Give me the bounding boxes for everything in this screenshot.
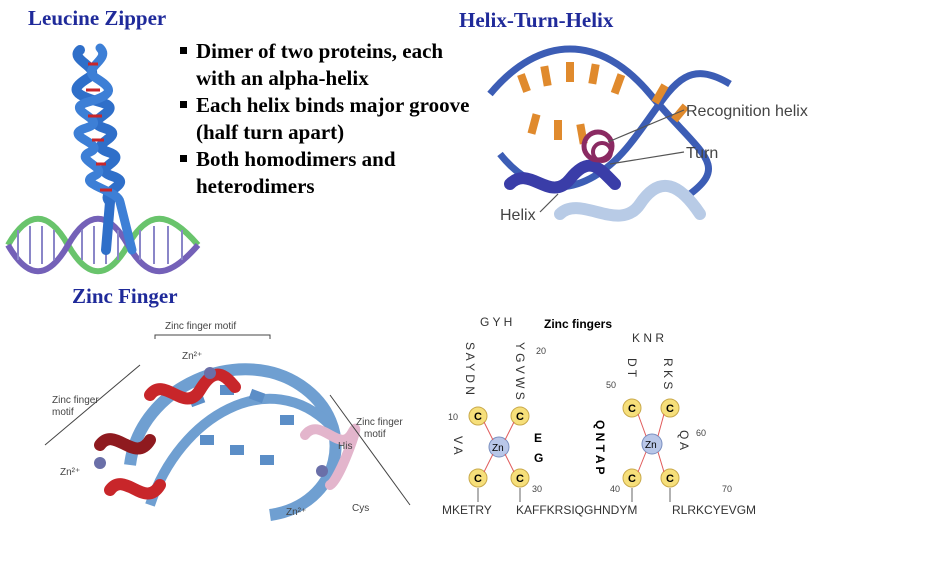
bullet-text: Each helix binds major groove (half turn… (196, 93, 470, 144)
left-sequence: MKETRY (442, 503, 492, 517)
bullet-square-icon (180, 155, 187, 162)
num-70: 70 (722, 484, 732, 494)
zn-bottom-label: Zn²⁺ (286, 507, 306, 518)
left-zn: Zn (492, 443, 504, 454)
his-label: His (338, 441, 352, 452)
cys-label: Cys (352, 503, 369, 514)
right-col-a: D T (625, 358, 639, 378)
helix-label: Helix (500, 207, 536, 224)
bullet-text: Dimer of two proteins, each with an alph… (196, 39, 444, 90)
zinc-finger-motif-right-label-2: motif (364, 429, 386, 440)
zinc-finger-heading: Zinc Finger (72, 284, 178, 308)
zinc-finger-motif-right-label-1: Zinc finger (356, 417, 403, 428)
zinc-finger-motif-top-label: Zinc finger motif (165, 321, 236, 332)
mid-sequence: KAFFKRSIQGHNDYM (516, 503, 637, 517)
helix-turn-helix-illustration: Recognition helix Turn Helix (487, 45, 808, 224)
bullet-text: Both homodimers and heterodimers (196, 147, 396, 198)
left-cys-4: C (516, 473, 524, 485)
leucine-zipper-illustration (5, 43, 201, 275)
num-50: 50 (606, 380, 616, 390)
helix-turn-helix-heading: Helix-Turn-Helix (459, 8, 614, 32)
left-col-b: V A (451, 436, 465, 455)
right-finger-cys-circles (622, 398, 680, 488)
right-cys-2: C (666, 403, 674, 415)
right-cys-4: C (666, 473, 674, 485)
zn-left-label: Zn²⁺ (60, 467, 80, 478)
left-cys-3: C (474, 473, 482, 485)
right-cys-3: C (628, 473, 636, 485)
right-col-b: R K S (661, 358, 675, 389)
zinc-fingers-title: Zinc fingers (544, 317, 612, 331)
bullet-item: Each helix binds major groove (half turn… (178, 92, 486, 146)
right-sequence: RLRKCYEVGM (672, 503, 756, 517)
mid-letter-e: E (534, 431, 542, 445)
turn-label: Turn (686, 145, 718, 162)
zinc-finger-motif-left-label-1: Zinc finger (52, 395, 99, 406)
right-top-letters: K N R (632, 331, 664, 345)
bullet-item: Dimer of two proteins, each with an alph… (178, 38, 486, 92)
bullet-item: Both homodimers and heterodimers (178, 146, 486, 200)
left-col-a: S A Y D N (463, 342, 477, 395)
left-top-letters: G Y H (480, 315, 512, 329)
leucine-zipper-heading: Leucine Zipper (28, 6, 167, 30)
bullet-square-icon (180, 47, 187, 54)
zn-top-label: Zn²⁺ (182, 351, 202, 362)
bullet-list: Dimer of two proteins, each with an alph… (178, 38, 486, 200)
bullet-square-icon (180, 101, 187, 108)
zinc-finger-structure-illustration: Zinc finger motif Zn²⁺ Zinc finger motif… (44, 321, 411, 521)
right-bold-letters: Q N T A P (593, 420, 607, 474)
num-20: 20 (536, 346, 546, 356)
mid-letter-g: G (534, 451, 543, 465)
right-side-letters: Q A (677, 430, 691, 450)
zinc-fingers-sequence-diagram: Zinc fingers G Y H S A Y D N Y G V W S 2… (442, 315, 756, 517)
num-40: 40 (610, 484, 620, 494)
right-zn: Zn (645, 440, 657, 451)
num-10: 10 (448, 412, 458, 422)
num-30: 30 (532, 484, 542, 494)
recognition-helix-label: Recognition helix (686, 103, 808, 120)
mid-col: Y G V W S (513, 342, 527, 400)
num-60: 60 (696, 428, 706, 438)
left-cys-2: C (516, 411, 524, 423)
left-cys-1: C (474, 411, 482, 423)
left-finger-cys-circles (468, 406, 530, 488)
right-cys-1: C (628, 403, 636, 415)
zinc-finger-motif-left-label-2: motif (52, 407, 74, 418)
